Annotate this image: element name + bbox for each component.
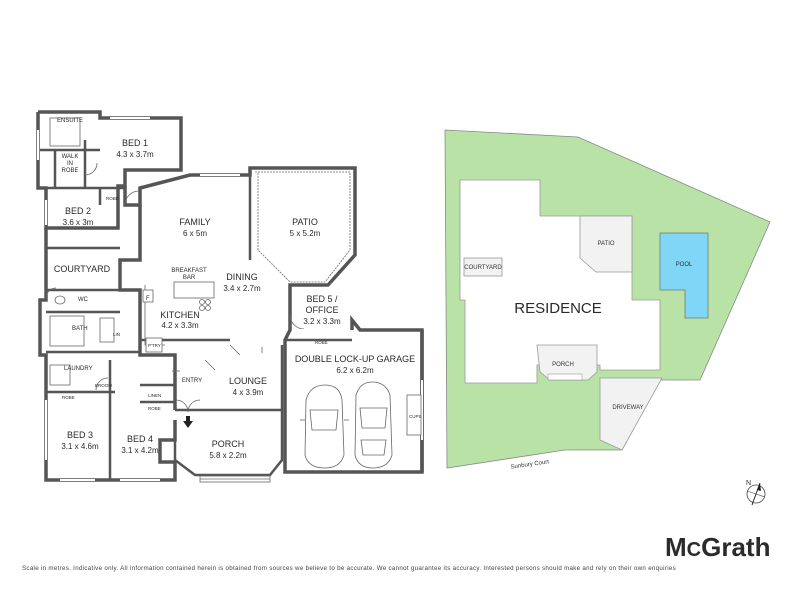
room-label-entry: ENTRY: [182, 378, 202, 384]
logo-text: MCGrath: [665, 532, 770, 562]
compass-icon: N: [746, 480, 766, 506]
room-label-bath: BATH: [72, 326, 88, 332]
room-dims-lounge: 4 x 3.9m: [233, 388, 264, 397]
garage-cupboards: [406, 394, 422, 436]
room-label-patio: PATIO: [292, 217, 318, 227]
disclaimer-text: Scale in metres. Indicative only. All in…: [22, 565, 677, 572]
site-pool: [659, 232, 709, 319]
fridge-space: [142, 289, 154, 303]
site-patio: [579, 215, 633, 273]
site-plan: RESIDENCE PATIO POOL COURTYARD PORCH DRI…: [444, 129, 771, 471]
room-label-garage: DOUBLE LOCK-UP GARAGE: [295, 354, 415, 364]
label-bar: BAR: [183, 275, 196, 281]
bathtub: [49, 315, 85, 347]
room-label-bed1: BED 1: [122, 138, 148, 148]
entry-arrow-icon: [183, 416, 193, 428]
robe-label-bed2: ROBE: [106, 196, 119, 201]
room-dims-porch: 5.8 x 2.2m: [209, 451, 247, 460]
room-dims-family: 6 x 5m: [183, 229, 207, 238]
room-label-bed3: BED 3: [67, 430, 93, 440]
site-label-pool: POOL: [676, 262, 693, 268]
room-label-walk-in-robe-3: ROBE: [61, 168, 78, 174]
site-driveway: [599, 377, 663, 451]
room-label-office: OFFICE: [306, 305, 339, 315]
room-dims-patio: 5 x 5.2m: [290, 229, 321, 238]
site-label-porch: PORCH: [552, 362, 574, 368]
site-courtyard: [463, 257, 503, 277]
broom-label: BROOM: [95, 383, 112, 388]
cupboard-label: CUPS: [409, 414, 422, 419]
room-dims-bed2: 3.6 x 3m: [63, 218, 94, 227]
room-label-bed5: BED 5 /: [306, 294, 338, 304]
room-dims-bed3: 3.1 x 4.6m: [61, 442, 99, 451]
label-breakfast: BREAKFAST: [171, 268, 207, 274]
room-label-dining: DINING: [226, 272, 258, 282]
room-dims-garage: 6.2 x 6.2m: [336, 366, 374, 375]
room-label-walk-in-robe-1: WALK: [62, 154, 79, 160]
pantry-label: P'TRY: [148, 343, 161, 348]
robe-label-bed5: ROBE: [315, 340, 328, 345]
fridge-label: F: [146, 296, 150, 302]
site-porch: [536, 344, 598, 381]
room-dims-bed1: 4.3 x 3.7m: [116, 150, 154, 159]
street-name: Sunbury Court: [510, 459, 549, 470]
toilet: [54, 295, 66, 305]
mcgrath-logo: MCGrath: [665, 532, 770, 562]
room-label-family: FAMILY: [179, 217, 210, 227]
site-label-residence: RESIDENCE: [514, 300, 602, 317]
room-label-courtyard: COURTYARD: [54, 264, 111, 274]
room-dims-bed5: 3.2 x 3.3m: [303, 317, 341, 326]
site-label-patio: PATIO: [597, 241, 614, 247]
linen-label: LINEN: [148, 393, 161, 398]
breakfast-bar-bench: [173, 281, 215, 299]
lin-label: LIN: [113, 332, 120, 337]
room-label-ensuite: ENSUITE: [57, 118, 83, 124]
room-label-bed4: BED 4: [127, 434, 153, 444]
room-dims-dining: 3.4 x 2.7m: [223, 284, 261, 293]
room-label-lounge: LOUNGE: [229, 376, 267, 386]
room-label-porch: PORCH: [212, 439, 245, 449]
shower: [49, 117, 81, 147]
car-left: [300, 384, 349, 469]
site-label-driveway: DRIVEWAY: [612, 405, 643, 411]
robe-label-bed3: ROBE: [62, 395, 75, 400]
car-right: [354, 381, 393, 469]
robe-label-bed4: ROBE: [148, 406, 161, 411]
floor-plan: CUPS ENSUITE WALK IN ROBE BED 1 4.3 x 3.…: [36, 110, 424, 483]
room-dims-bed4: 3.1 x 4.2m: [121, 446, 159, 455]
room-label-kitchen: KITCHEN: [160, 310, 200, 320]
room-label-walk-in-robe-2: IN: [67, 161, 73, 167]
room-label-bed2: BED 2: [65, 206, 91, 216]
site-label-courtyard: COURTYARD: [464, 265, 502, 271]
room-label-wc: WC: [78, 297, 89, 303]
room-label-laundry: LAUNDRY: [64, 366, 93, 372]
room-dims-kitchen: 4.2 x 3.3m: [161, 321, 199, 330]
compass-north-label: N: [746, 480, 751, 487]
